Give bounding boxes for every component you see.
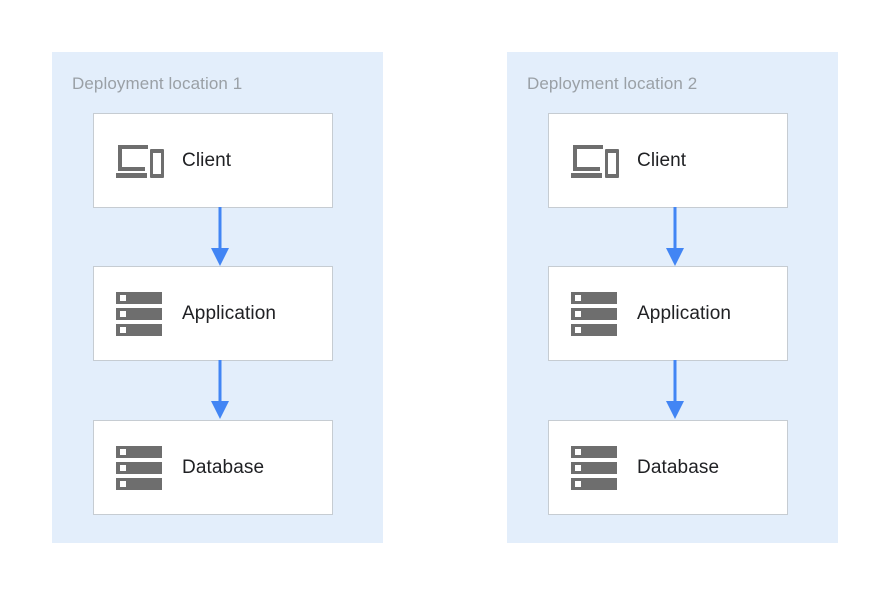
zone-2-node-client-label: Client — [637, 149, 687, 171]
zone-2-title: Deployment location 2 — [527, 74, 698, 93]
zone-2-node-application-label: Application — [637, 302, 732, 324]
zone-1-node-database[interactable]: Database — [93, 420, 333, 515]
zone-1-node-application[interactable]: Application — [93, 266, 333, 361]
deployment-zone-2: Deployment location 2 Client — [507, 52, 838, 543]
zone-1-node-client[interactable]: Client — [93, 113, 333, 208]
server-stack-icon — [571, 445, 633, 491]
zone-1-arrow-client-to-application — [207, 207, 233, 267]
zone-2-node-database-label: Database — [637, 456, 720, 478]
zone-1-arrow-application-to-database — [207, 360, 233, 420]
zone-1-node-application-label: Application — [182, 302, 277, 324]
zone-2-arrow-application-to-database — [662, 360, 688, 420]
zone-1-title: Deployment location 1 — [72, 74, 243, 93]
server-stack-icon — [116, 291, 178, 337]
server-stack-icon — [571, 291, 633, 337]
client-devices-icon — [116, 142, 178, 180]
zone-2-node-application[interactable]: Application — [548, 266, 788, 361]
zone-2-arrow-client-to-application — [662, 207, 688, 267]
client-devices-icon — [571, 142, 633, 180]
zone-1-node-database-label: Database — [182, 456, 265, 478]
deployment-zone-1: Deployment location 1 Client — [52, 52, 383, 543]
zone-2-node-database[interactable]: Database — [548, 420, 788, 515]
zone-1-node-client-label: Client — [182, 149, 232, 171]
server-stack-icon — [116, 445, 178, 491]
zone-2-node-client[interactable]: Client — [548, 113, 788, 208]
